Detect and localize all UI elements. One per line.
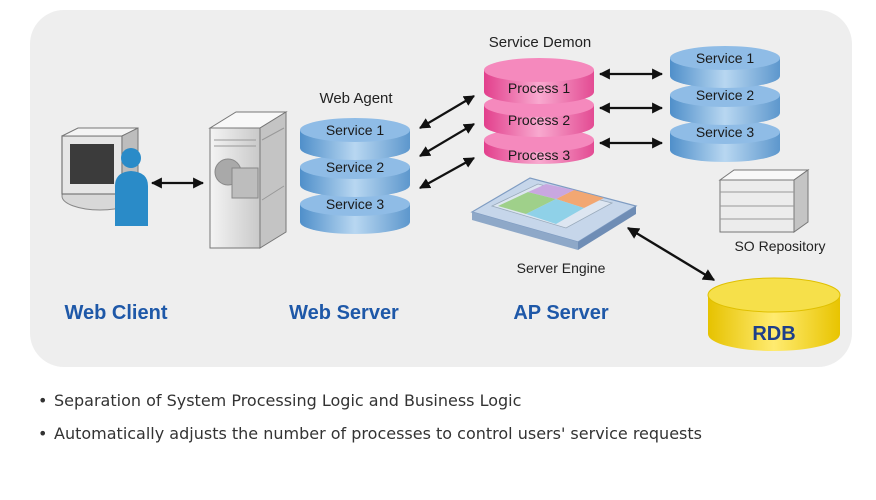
bullet-text: Automatically adjusts the number of proc… (54, 424, 702, 443)
so-repository-icon (718, 169, 810, 233)
agent-demon-arrows (419, 95, 475, 189)
rdb-label: RDB (752, 323, 795, 345)
bullet-item: • Separation of System Processing Logic a… (38, 384, 858, 417)
web-agent-service-2: Service 2 (300, 155, 410, 197)
web-agent-service-1-label: Service 1 (326, 122, 385, 138)
right-service-2: Service 2 (670, 83, 780, 125)
web-agent-service-3-label: Service 3 (326, 196, 385, 212)
bullet-dot: • (38, 391, 48, 410)
right-service-3: Service 3 (670, 120, 780, 162)
web-agent-service-1: Service 1 (300, 118, 410, 160)
right-service-3-label: Service 3 (696, 124, 755, 140)
process-1-label: Process 1 (508, 80, 570, 96)
web-client-label: Web Client (65, 302, 168, 324)
demon-service-arrows (598, 68, 664, 149)
engine-rdb-arrow (626, 226, 716, 282)
web-server-icon (208, 111, 288, 249)
bullet-item: • Automatically adjusts the number of pro… (38, 417, 858, 450)
web-agent-service-2-label: Service 2 (326, 159, 385, 175)
architecture-diagram: Web Agent Service 3 Service 2 Service 1 … (30, 10, 852, 367)
web-agent-title: Web Agent (319, 90, 393, 107)
process-3-label: Process 3 (508, 147, 570, 163)
ap-server-label: AP Server (513, 302, 608, 324)
right-service-1-label: Service 1 (696, 50, 755, 66)
bullet-list: • Separation of System Processing Logic a… (38, 384, 858, 450)
right-service-2-label: Service 2 (696, 87, 755, 103)
bullet-dot: • (38, 424, 48, 443)
service-demon-title: Service Demon (489, 34, 592, 51)
right-service-1: Service 1 (670, 46, 780, 88)
server-engine-label: Server Engine (517, 260, 606, 276)
process-2-label: Process 2 (508, 112, 570, 128)
web-client-icon (61, 127, 148, 226)
rdb-cylinder (707, 277, 841, 351)
bullet-text: Separation of System Processing Logic an… (54, 391, 522, 410)
server-engine-icon (470, 177, 638, 250)
process-1: Process 1 (484, 58, 594, 104)
web-server-label: Web Server (289, 302, 399, 324)
so-repository-label: SO Repository (734, 238, 825, 254)
web-agent-service-3: Service 3 (300, 192, 410, 234)
